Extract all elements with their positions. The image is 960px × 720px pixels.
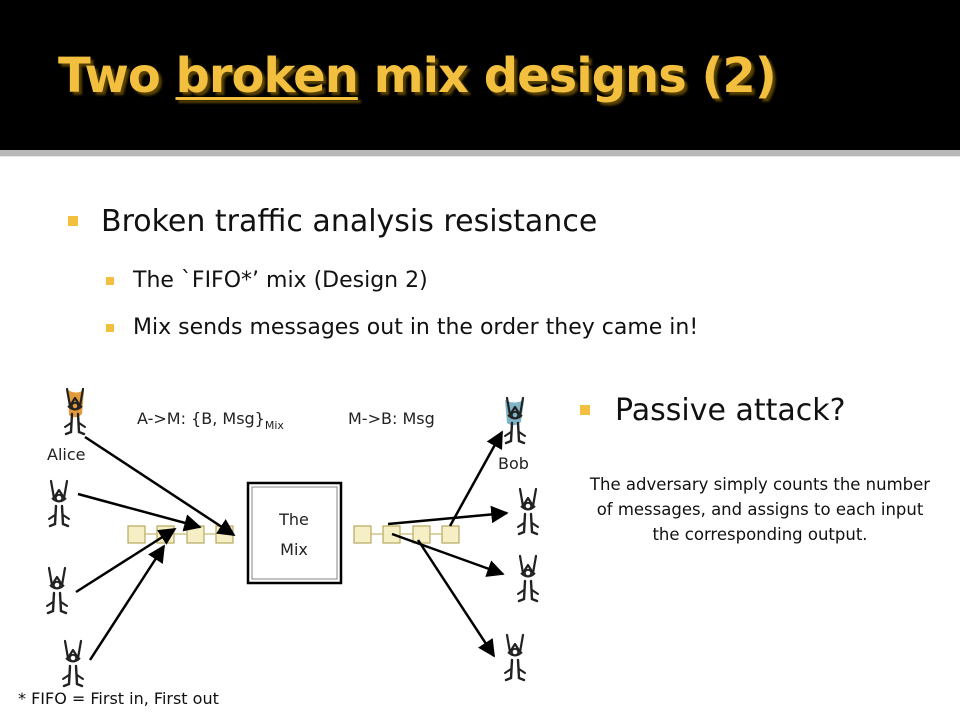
title-rule bbox=[0, 150, 960, 157]
bob-figure-icon bbox=[503, 396, 527, 445]
mix-label-line2: Mix bbox=[280, 540, 308, 559]
arrow-sender-to-queue bbox=[77, 492, 202, 532]
output-arrows bbox=[387, 430, 509, 658]
bullet-sub1-text: The `FIFO*’ mix (Design 2) bbox=[133, 268, 428, 293]
output-queue bbox=[353, 525, 460, 544]
input-queue bbox=[127, 525, 234, 544]
arrow-to-receiver bbox=[387, 505, 509, 526]
bullet-square-icon bbox=[106, 277, 114, 285]
arrow-sender-to-queue bbox=[75, 527, 177, 594]
queue-message bbox=[382, 525, 401, 544]
bullet-square-icon bbox=[580, 405, 590, 415]
message-out-label: M->B: Msg bbox=[348, 409, 435, 428]
bullet-passive-text: Passive attack? bbox=[615, 393, 846, 428]
bullet-square-icon bbox=[106, 324, 114, 332]
input-arrows bbox=[75, 435, 236, 661]
mix-diagram: Alice Bob A->M: {B, Msg}Mix M->B: Msg Th… bbox=[45, 387, 540, 688]
mix-box bbox=[246, 481, 343, 585]
receiver-figure-icon bbox=[516, 554, 540, 603]
alice-figure-icon bbox=[63, 387, 87, 436]
bullet-sub2-text: Mix sends messages out in the order they… bbox=[133, 315, 699, 340]
queue-message bbox=[353, 525, 372, 544]
message-in-label: A->M: {B, Msg}Mix bbox=[137, 409, 284, 432]
bullet-square-icon bbox=[68, 216, 78, 226]
bob-label: Bob bbox=[498, 454, 529, 473]
arrow-to-bob bbox=[448, 430, 504, 527]
bullet-sub2: Mix sends messages out in the order they… bbox=[106, 311, 698, 345]
queue-message bbox=[441, 525, 460, 544]
queue-message bbox=[186, 525, 205, 544]
receiver-figure-icon bbox=[503, 633, 527, 682]
title-emphasis: broken bbox=[175, 48, 359, 104]
arrow-sender-to-queue bbox=[88, 544, 166, 661]
title-prefix: Two bbox=[58, 48, 176, 104]
alice-label: Alice bbox=[47, 445, 85, 464]
footnote: * FIFO = First in, First out bbox=[18, 689, 219, 708]
arrow-alice-to-mix bbox=[84, 435, 236, 537]
sender-figure-icon bbox=[47, 479, 71, 528]
title-bar bbox=[0, 0, 960, 150]
bullet-sub1: The `FIFO*’ mix (Design 2) bbox=[106, 264, 428, 298]
arrow-to-receiver bbox=[416, 539, 496, 658]
mix-label-line1: The bbox=[278, 510, 309, 529]
slide-title: Two broken mix designs (2) bbox=[58, 44, 777, 108]
bullet-main-text: Broken traffic analysis resistance bbox=[101, 204, 598, 239]
explanation-text: The adversary simply counts the number o… bbox=[589, 475, 931, 544]
receiver-figure-icon bbox=[516, 487, 540, 536]
bullet-passive-attack: Passive attack? bbox=[580, 389, 846, 433]
bullet-main: Broken traffic analysis resistance bbox=[68, 200, 597, 244]
title-suffix: mix designs (2) bbox=[357, 48, 777, 104]
sender-figure-icon bbox=[61, 639, 85, 688]
arrow-to-receiver bbox=[391, 532, 505, 577]
queue-message bbox=[127, 525, 146, 544]
queue-message bbox=[412, 525, 431, 544]
message-in-main: A->M: {B, Msg} bbox=[137, 409, 265, 428]
sender-figure-icon bbox=[45, 566, 69, 615]
message-in-subscript: Mix bbox=[265, 419, 285, 432]
